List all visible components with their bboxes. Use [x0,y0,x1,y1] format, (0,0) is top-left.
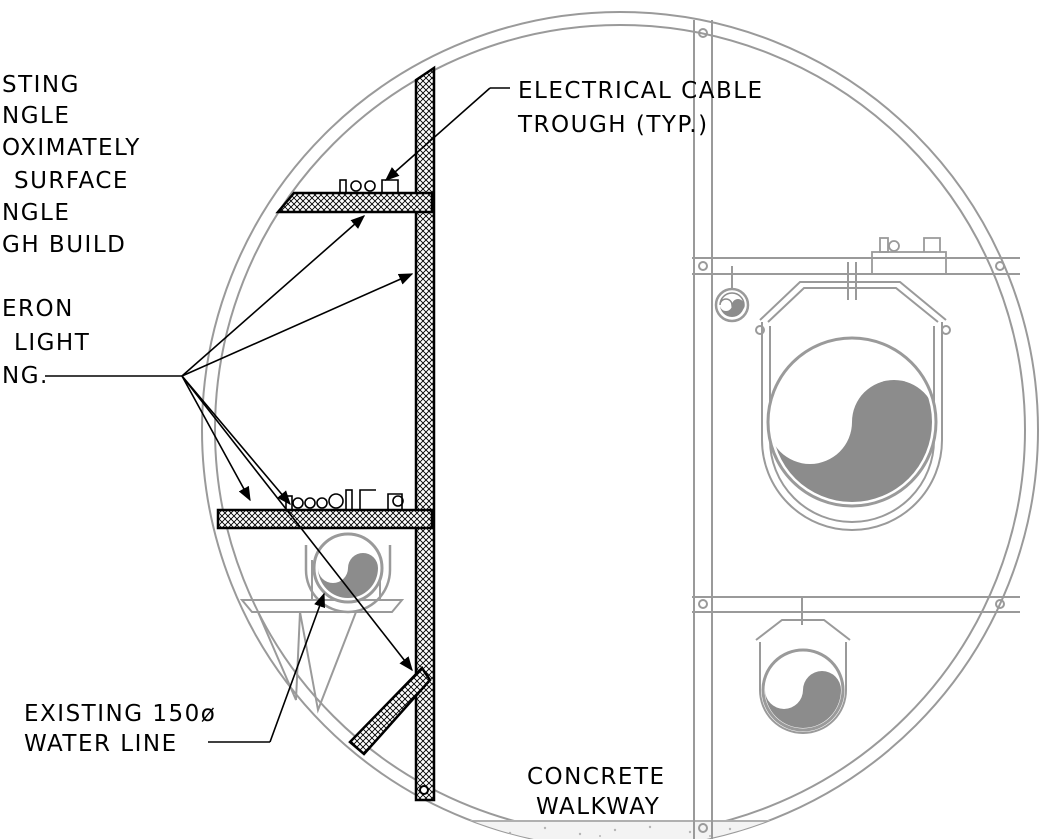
right-cable-trough [871,237,947,275]
walkway-label-line-2: WALKWAY [536,794,660,820]
right-support-frame [692,20,1020,839]
left-note-line-7: ERON [2,296,74,322]
lower-bracket [216,489,434,530]
small-pipe-lower [755,598,851,734]
cable-trough-label: ELECTRICAL CABLE TROUGH (TYP.) [517,78,764,138]
left-note-line-6: GH BUILD [2,232,126,258]
water-line-label: EXISTING 150ø WATER LINE [24,701,216,757]
water-line-label-line-1: EXISTING 150ø [24,701,216,727]
water-line-label-line-2: WATER LINE [24,731,178,757]
steel-column [414,65,436,802]
left-note-line-3: OXIMATELY [2,135,141,161]
small-pipe-upper [714,266,750,323]
left-note-line-2: NGLE [2,103,70,129]
diagonal-strut [348,666,432,756]
water-line-pipe [304,532,392,614]
left-note-line-8: LIGHT [14,330,90,356]
upper-bracket [275,179,434,214]
walkway-label-line-1: CONCRETE [527,764,666,790]
left-note: STING NGLE OXIMATELY SURFACE NGLE GH BUI… [2,72,141,389]
left-note-line-9: NG. [2,363,49,389]
left-note-line-5: NGLE [2,200,70,226]
left-note-line-4: SURFACE [14,168,129,194]
walkway-label: CONCRETE WALKWAY [527,764,666,820]
left-note-line-1: STING [2,72,80,98]
cable-trough-label-line-2: TROUGH (TYP.) [517,112,709,138]
cable-trough-label-line-1: ELECTRICAL CABLE [518,78,764,104]
large-pipe [755,262,951,531]
leader-lines [45,87,510,743]
